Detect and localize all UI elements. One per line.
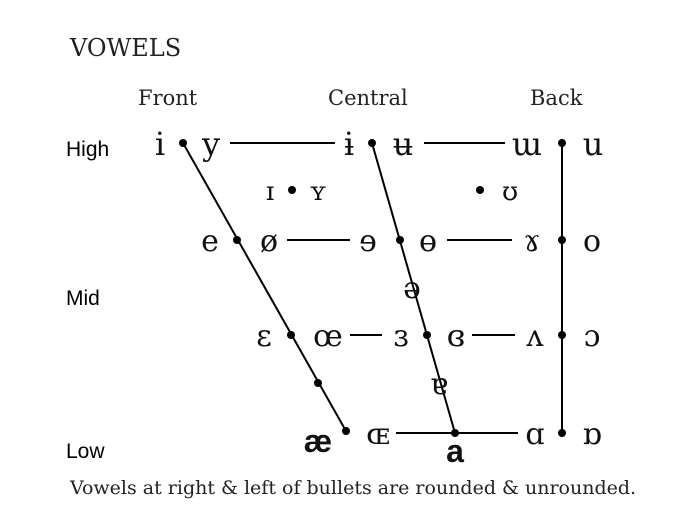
vowel-close-mid-front-unrounded: e xyxy=(201,224,219,259)
column-label-central: Central xyxy=(328,86,408,110)
vowel-close-central-unrounded: ɨ xyxy=(344,125,354,163)
vowel-open-mid-back-unrounded: ʌ xyxy=(526,319,544,354)
column-label-back: Back xyxy=(530,86,583,110)
row-label-high: High xyxy=(66,138,109,161)
vowel-near-close-front-rounded: ʏ xyxy=(309,177,326,207)
bullet-open-central xyxy=(451,429,459,437)
bullet-open-mid-central xyxy=(423,331,431,339)
vowel-close-mid-central-rounded: ɵ xyxy=(419,224,437,259)
vowel-close-mid-back-rounded: o xyxy=(583,224,601,259)
row-label-mid: Mid xyxy=(66,287,100,310)
vowel-open-mid-central-unrounded: ɜ xyxy=(393,319,408,354)
bullet-open-mid-front xyxy=(287,331,295,339)
vowel-open-mid-front-rounded: œ xyxy=(313,319,343,354)
vowel-open-front-rounded: ɶ xyxy=(366,417,390,452)
vowel-near-open-front-unrounded: æ xyxy=(304,423,332,459)
vowel-near-open-central: ɐ xyxy=(430,367,448,402)
row-label-low: Low xyxy=(66,440,105,463)
vowel-near-close-front-unrounded: ɪ xyxy=(266,177,274,207)
column-label-front: Front xyxy=(138,86,198,110)
vowel-close-front-unrounded: i xyxy=(155,125,165,163)
vowel-open-front-unrounded: a xyxy=(446,433,464,469)
bullet-near-close-back xyxy=(476,186,484,194)
chart-title: VOWELS xyxy=(69,34,181,62)
bullet-close-back xyxy=(558,139,566,147)
vowel-mid-central: ə xyxy=(403,271,421,306)
bullet-open-mid-back xyxy=(558,331,566,339)
bullet-close-mid-front xyxy=(233,236,241,244)
bullet-close-central xyxy=(368,139,376,147)
vowel-open-mid-back-rounded: ɔ xyxy=(584,319,601,354)
vowel-close-mid-back-unrounded: ɤ xyxy=(524,224,541,259)
bullet-close-mid-central xyxy=(396,236,404,244)
vowel-close-mid-front-rounded: ø xyxy=(260,224,278,259)
bullet-close-front xyxy=(179,139,187,147)
vowel-close-back-unrounded: ɯ xyxy=(512,125,542,163)
bullet-open-front xyxy=(342,427,350,435)
vowel-open-back-unrounded: ɑ xyxy=(525,417,544,452)
bullet-near-close-front xyxy=(288,186,296,194)
chart-caption: Vowels at right & left of bullets are ro… xyxy=(69,477,636,499)
vowel-open-back-rounded: ɒ xyxy=(582,417,601,452)
central-line xyxy=(371,142,456,434)
bullet-open-back xyxy=(558,429,566,437)
vowel-open-mid-central-rounded: ɞ xyxy=(447,319,465,354)
vowel-close-front-rounded: y xyxy=(201,125,220,163)
vowel-close-back-rounded: u xyxy=(583,125,604,163)
bullet-near-open-front xyxy=(314,379,322,387)
vowel-near-close-back-rounded: ʊ xyxy=(502,177,518,207)
vowel-close-central-rounded: ʉ xyxy=(393,125,414,163)
bullet-close-mid-back xyxy=(558,236,566,244)
vowel-close-mid-central-unrounded: ɘ xyxy=(359,224,377,259)
vowel-open-mid-front-unrounded: ɛ xyxy=(256,319,272,354)
